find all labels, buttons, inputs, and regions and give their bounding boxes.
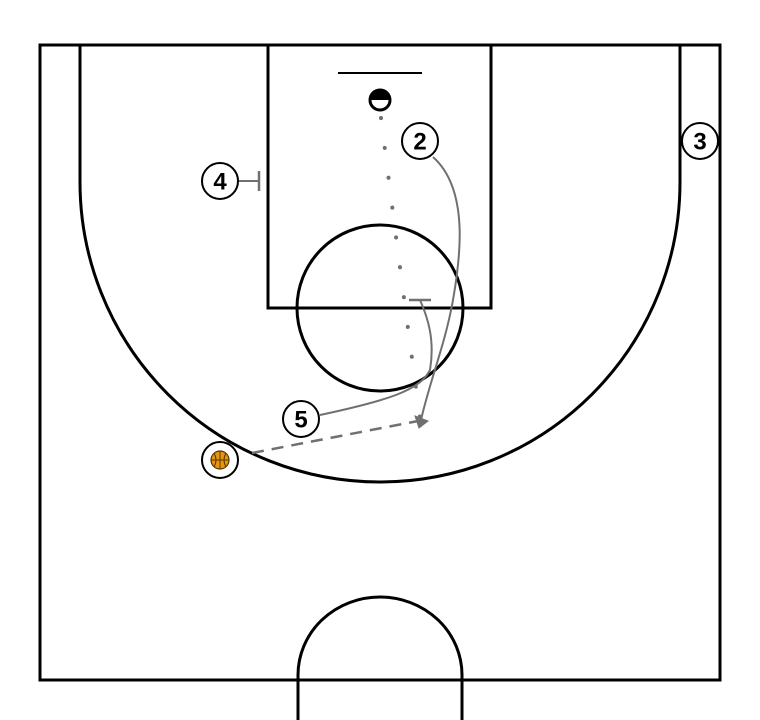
cut-path-player-2: [420, 156, 461, 421]
player-3-label: 3: [693, 129, 706, 156]
half-court: [38, 43, 722, 720]
basket-icon: [368, 88, 392, 112]
player-5[interactable]: 5: [282, 400, 320, 438]
key-paint: [266, 43, 493, 310]
free-throw-circle: [295, 223, 465, 393]
screen-path-player-5: [319, 299, 433, 416]
dribble-path: [379, 116, 422, 420]
player-2[interactable]: 2: [401, 122, 439, 160]
player-4[interactable]: 4: [201, 162, 239, 200]
ball-holder[interactable]: [201, 441, 239, 479]
player-3[interactable]: 3: [681, 122, 719, 160]
player-5-label: 5: [294, 407, 307, 434]
pass-arrow-icon: [414, 415, 430, 429]
player-4-label: 4: [213, 169, 227, 196]
player-2-label: 2: [413, 129, 426, 156]
three-point-line: [78, 45, 682, 484]
center-circle: [296, 595, 464, 720]
basketball-icon: [210, 450, 230, 470]
pass-line: [251, 419, 419, 455]
actions: [239, 116, 461, 455]
